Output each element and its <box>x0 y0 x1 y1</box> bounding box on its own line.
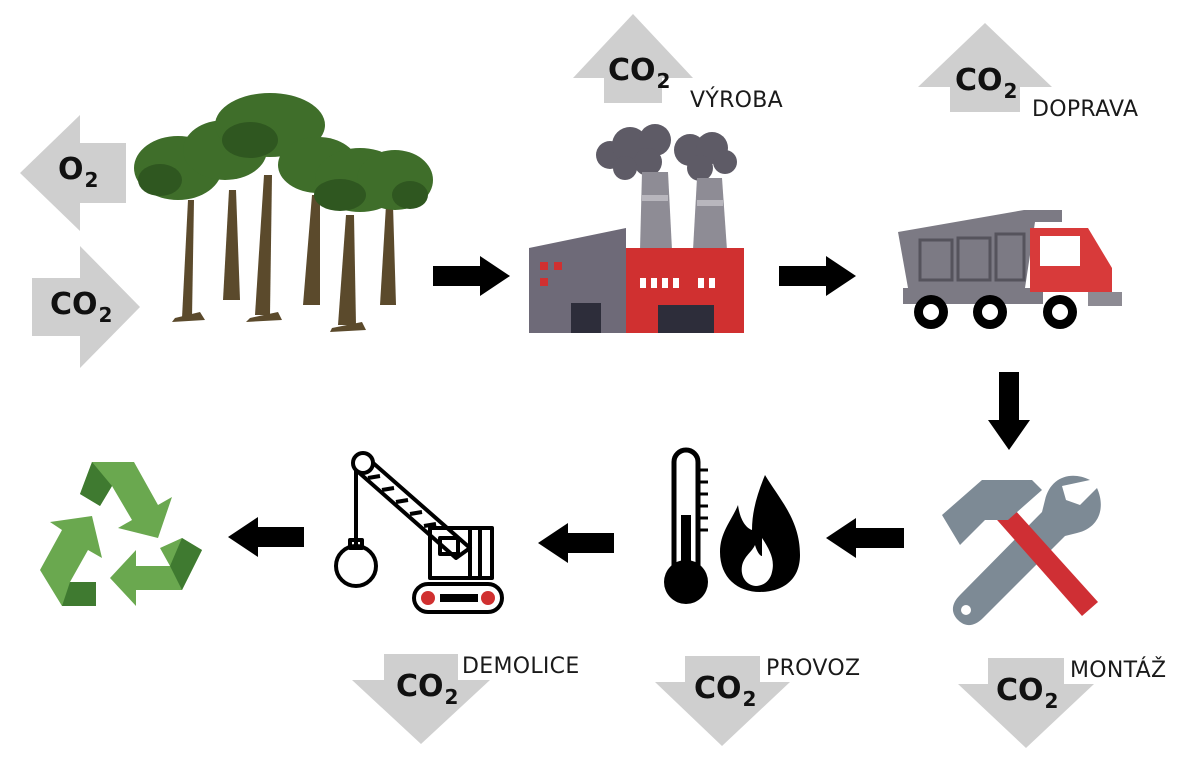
co2-production-label: CO2 <box>608 53 671 93</box>
stage-label-provoz: PROVOZ <box>766 656 861 681</box>
stage-label-demolice: DEMOLICE <box>462 654 580 679</box>
co2-transport-label: CO2 <box>955 63 1018 103</box>
stage-label-montaz: MONTÁŽ <box>1070 658 1167 683</box>
co2-assembly-label: CO2 <box>996 673 1059 713</box>
co2-demolition-label: CO2 <box>396 669 459 709</box>
co2-operation-label: CO2 <box>694 671 757 711</box>
co2-absorb-label: CO2 <box>50 287 113 327</box>
stage-label-doprava: DOPRAVA <box>1032 97 1139 122</box>
stage-label-vyroba: VÝROBA <box>690 88 784 113</box>
o2-label: O2 <box>58 152 99 192</box>
